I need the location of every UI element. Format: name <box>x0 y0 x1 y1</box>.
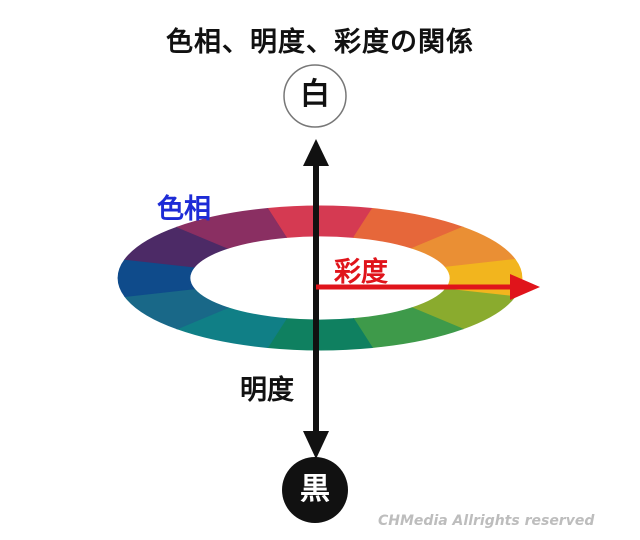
hue-segment <box>176 208 288 249</box>
credit-watermark: CHMedia Allrights reserved <box>378 513 595 529</box>
value-label: 明度 <box>240 375 294 406</box>
hue-label: 色相 <box>157 194 211 225</box>
white-label: 白 <box>300 77 330 112</box>
chroma-arrow-head <box>510 274 540 300</box>
white-circle <box>283 64 347 128</box>
black-label: 黒 <box>300 472 330 507</box>
black-circle <box>282 457 348 523</box>
value-arrow-up-head <box>303 139 329 166</box>
chroma-label: 彩度 <box>334 257 388 288</box>
hue-ring <box>117 205 523 351</box>
page-title: 色相、明度、彩度の関係 <box>166 27 474 58</box>
value-arrow-down-head <box>303 431 329 459</box>
